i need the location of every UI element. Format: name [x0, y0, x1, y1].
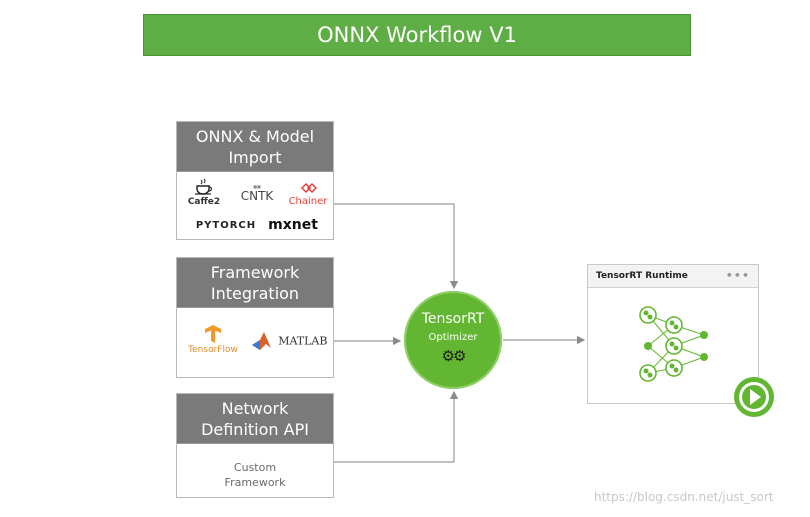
- pytorch-logo: PYTORCH: [195, 220, 257, 231]
- api-to-optimizer-line: [334, 390, 459, 463]
- play-icon[interactable]: [734, 377, 774, 417]
- workflow-title: ONNX Workflow V1: [143, 14, 691, 56]
- chainer-logo: Chainer: [285, 182, 331, 207]
- onnx-import-header: ONNX & Model Import: [177, 122, 333, 172]
- network-definition-box: Network Definition API Custom Framework: [176, 393, 334, 498]
- cup-icon: [195, 178, 213, 195]
- matlab-icon: [252, 332, 271, 350]
- mxnet-logo: mxnet: [268, 217, 318, 233]
- integration-logos: TensorFlow MATLAB: [177, 308, 333, 380]
- optimizer-title: TensorRT: [421, 311, 485, 327]
- more-menu-icon[interactable]: •••: [725, 269, 750, 282]
- runtime-title: TensorRT Runtime: [596, 271, 688, 281]
- caffe2-logo: Caffe2: [187, 178, 221, 207]
- gears-icon: ⚙⚙: [441, 347, 467, 365]
- network-definition-header: Network Definition API: [177, 394, 333, 444]
- custom-label: Custom: [233, 461, 277, 474]
- framework-integration-box: Framework Integration TensorFlow MATLAB: [176, 257, 334, 378]
- import-to-optimizer-line: [334, 203, 459, 290]
- framework-logos: Caffe2 ■■ CNTK Chainer PYTORCH mxnet: [177, 172, 333, 242]
- tensorrt-optimizer: TensorRT Optimizer ⚙⚙: [404, 291, 502, 389]
- matlab-logo: MATLAB: [251, 330, 331, 352]
- framework-integration-header: Framework Integration: [177, 258, 333, 308]
- chainer-icon: [300, 182, 318, 194]
- framework-label: Framework: [224, 476, 286, 489]
- tensorflow-icon: [205, 325, 221, 343]
- watermark: https://blog.csdn.net/just_sort: [594, 490, 774, 504]
- tensorflow-logo: TensorFlow: [185, 324, 241, 355]
- tensorrt-runtime-panel: TensorRT Runtime •••: [587, 264, 759, 404]
- neural-network-icon: [639, 306, 708, 382]
- optimizer-subtitle: Optimizer: [428, 332, 478, 343]
- cntk-logo: ■■ CNTK: [240, 184, 274, 203]
- runtime-header: TensorRT Runtime •••: [588, 265, 758, 288]
- onnx-import-box: ONNX & Model Import Caffe2 ■■ CNTK Chain…: [176, 121, 334, 240]
- custom-framework-body: Custom Framework: [177, 444, 333, 500]
